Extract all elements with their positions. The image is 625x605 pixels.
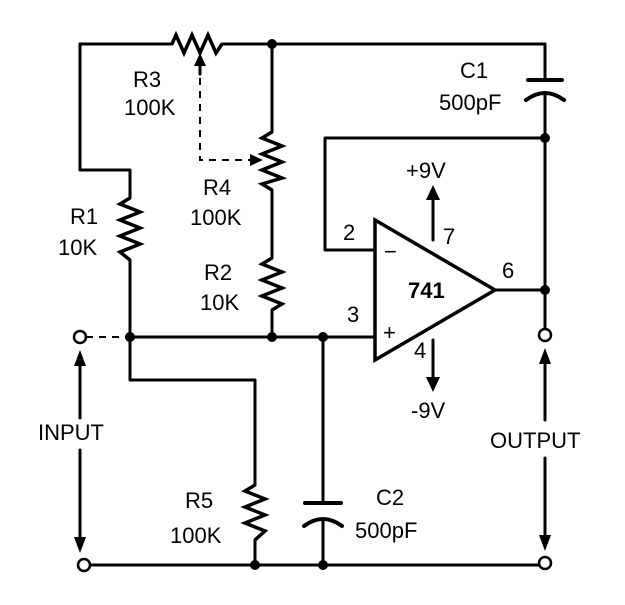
junction-dot bbox=[540, 133, 550, 143]
vminus-arrow-icon bbox=[426, 377, 440, 392]
resistor-r4 bbox=[257, 130, 288, 192]
c1-value-label: 500pF bbox=[439, 90, 501, 115]
junction-dot bbox=[540, 285, 550, 295]
junction-dot bbox=[318, 560, 328, 570]
r3-wiper-arrowhead bbox=[194, 53, 206, 66]
input-port-label: INPUT bbox=[38, 420, 104, 445]
r5-value-label: 100K bbox=[170, 523, 222, 548]
junction-dots bbox=[125, 39, 550, 570]
input-arrow-up-icon bbox=[74, 350, 86, 366]
opamp-minus-sign: − bbox=[384, 239, 397, 264]
pin-2-label: 2 bbox=[343, 220, 355, 245]
c1-name-label: C1 bbox=[460, 58, 488, 83]
vplus-arrow-icon bbox=[426, 185, 440, 200]
r4-value-label: 100K bbox=[190, 205, 242, 230]
wire-left-loop bbox=[78, 42, 132, 200]
junction-dot bbox=[267, 39, 277, 49]
input-terminal-top bbox=[72, 329, 88, 345]
output-terminal-bottom bbox=[537, 555, 553, 571]
pin-4-label: 4 bbox=[414, 338, 426, 363]
pin-7-label: 7 bbox=[443, 224, 455, 249]
c2-value-label: 500pF bbox=[355, 518, 417, 543]
opamp-part-label: 741 bbox=[408, 278, 445, 303]
wire-r1-r5 bbox=[128, 258, 257, 487]
r5-name-label: R5 bbox=[185, 488, 213, 513]
r4-name-label: R4 bbox=[203, 175, 231, 200]
resistor-r5 bbox=[240, 483, 270, 542]
junction-dot bbox=[250, 560, 260, 570]
r3-r4-link-dashed bbox=[199, 78, 250, 161]
resistor-r1 bbox=[115, 196, 145, 262]
junction-dot bbox=[318, 332, 328, 342]
resistor-r3 bbox=[170, 30, 224, 58]
r4-wiper-arrowhead bbox=[250, 154, 263, 166]
capacitor-c1-plate-bottom bbox=[524, 91, 566, 102]
supply-positive-label: +9V bbox=[406, 158, 446, 183]
supply-negative-label: -9V bbox=[411, 398, 446, 423]
input-arrow-down-icon bbox=[74, 537, 86, 553]
wires bbox=[78, 42, 547, 567]
r3-name-label: R3 bbox=[133, 67, 161, 92]
junction-dot bbox=[267, 332, 277, 342]
r2-value-label: 10K bbox=[200, 290, 239, 315]
r1-value-label: 10K bbox=[58, 235, 97, 260]
output-arrow-up-icon bbox=[539, 348, 551, 364]
pin-3-label: 3 bbox=[347, 302, 359, 327]
r2-name-label: R2 bbox=[204, 260, 232, 285]
capacitor-c2-plate-bottom bbox=[302, 517, 344, 528]
c2-name-label: C2 bbox=[376, 485, 404, 510]
output-arrow-down-icon bbox=[539, 535, 551, 551]
output-terminal-top bbox=[537, 327, 553, 343]
r1-name-label: R1 bbox=[70, 204, 98, 229]
resistor-r2 bbox=[257, 256, 287, 312]
pin-6-label: 6 bbox=[502, 258, 514, 283]
wire-feedback bbox=[323, 136, 547, 252]
input-terminal-bottom bbox=[76, 557, 92, 573]
junction-dot bbox=[125, 332, 135, 342]
opamp-plus-sign: + bbox=[383, 320, 396, 345]
output-port-label: OUTPUT bbox=[490, 428, 580, 453]
r3-value-label: 100K bbox=[124, 95, 176, 120]
opamp-741 bbox=[373, 216, 499, 364]
